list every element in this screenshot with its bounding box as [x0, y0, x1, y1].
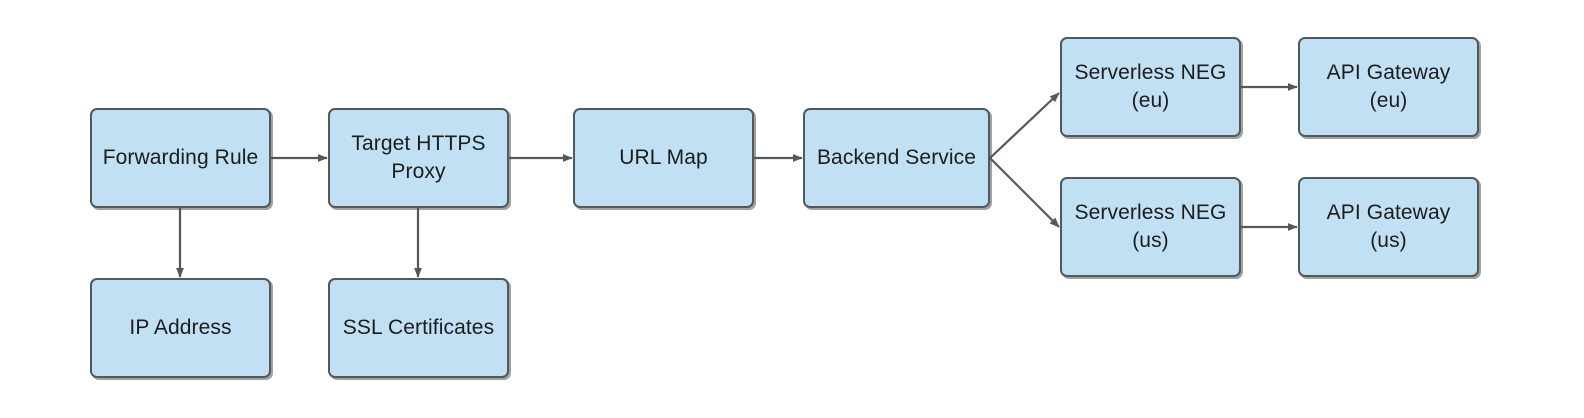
node-ip-address[interactable]: IP Address — [90, 278, 271, 378]
node-label-ip-address: IP Address — [129, 316, 232, 340]
node-target-https-proxy[interactable]: Target HTTPS Proxy — [328, 108, 509, 208]
node-label-serverless-neg-us: Serverless NEG (us) — [1074, 201, 1227, 252]
edge-backend-service-to-serverless-neg-eu — [989, 92, 1060, 159]
edge-backend-service-to-serverless-neg-us — [989, 157, 1060, 228]
node-ssl-certificates[interactable]: SSL Certificates — [328, 278, 509, 378]
node-api-gateway-us[interactable]: API Gateway (us) — [1298, 177, 1479, 277]
node-label-api-gateway-eu: API Gateway (eu) — [1326, 61, 1451, 112]
node-api-gateway-eu[interactable]: API Gateway (eu) — [1298, 37, 1479, 137]
node-forwarding-rule[interactable]: Forwarding Rule — [90, 108, 271, 208]
node-label-backend-service: Backend Service — [816, 146, 977, 170]
node-label-serverless-neg-eu: Serverless NEG (eu) — [1074, 61, 1227, 112]
node-backend-service[interactable]: Backend Service — [803, 108, 990, 208]
node-label-ssl-certificates: SSL Certificates — [342, 316, 495, 340]
node-label-api-gateway-us: API Gateway (us) — [1326, 201, 1451, 252]
node-label-url-map: URL Map — [619, 146, 708, 170]
node-label-forwarding-rule: Forwarding Rule — [102, 146, 259, 170]
node-url-map[interactable]: URL Map — [573, 108, 754, 208]
node-serverless-neg-eu[interactable]: Serverless NEG (eu) — [1060, 37, 1241, 137]
node-label-target-https-proxy: Target HTTPS Proxy — [351, 132, 486, 183]
node-serverless-neg-us[interactable]: Serverless NEG (us) — [1060, 177, 1241, 277]
